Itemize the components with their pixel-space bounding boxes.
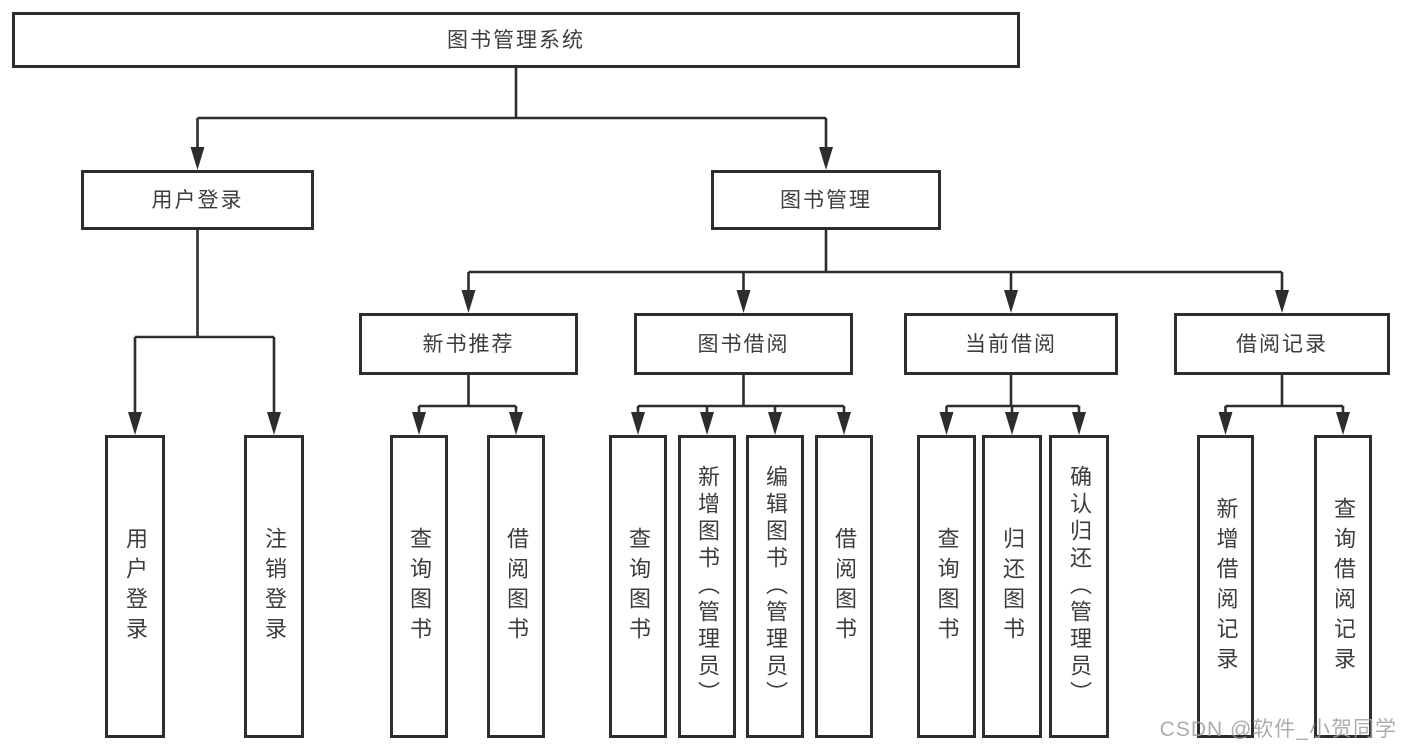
node-new-book-recommend: 新书推荐 bbox=[359, 313, 578, 375]
node-current-borrowing-label: 当前借阅 bbox=[965, 332, 1057, 356]
node-borrowing-records: 借阅记录 bbox=[1174, 313, 1390, 375]
node-book-borrowing: 图书借阅 bbox=[634, 313, 853, 375]
leaf-confirm-return-admin-label: 确认归还（管理员） bbox=[1067, 465, 1092, 708]
leaf-add-books-admin-label: 新增图书（管理员） bbox=[695, 465, 720, 708]
leaf-query-books-3: 查询图书 bbox=[917, 435, 976, 738]
leaf-query-books-2-label: 查询图书 bbox=[626, 526, 651, 647]
node-current-borrowing: 当前借阅 bbox=[904, 313, 1118, 375]
leaf-query-books-1-label: 查询图书 bbox=[407, 526, 432, 647]
node-library-system: 图书管理系统 bbox=[12, 12, 1020, 68]
leaf-return-books-label: 归还图书 bbox=[1000, 526, 1025, 647]
leaf-query-books-2: 查询图书 bbox=[609, 435, 667, 738]
leaf-borrow-books-2: 借阅图书 bbox=[815, 435, 873, 738]
leaf-logout: 注销登录 bbox=[244, 435, 304, 738]
csdn-watermark: CSDN @软件_小贺同学 bbox=[1159, 718, 1397, 741]
leaf-add-borrow-record-label: 新增借阅记录 bbox=[1213, 496, 1239, 677]
leaf-query-borrow-record: 查询借阅记录 bbox=[1314, 435, 1372, 738]
node-book-management-label: 图书管理 bbox=[780, 188, 872, 212]
leaf-query-books-1: 查询图书 bbox=[390, 435, 448, 738]
leaf-confirm-return-admin: 确认归还（管理员） bbox=[1049, 435, 1109, 738]
leaf-query-books-3-label: 查询图书 bbox=[934, 526, 960, 647]
leaf-borrow-books-1-label: 借阅图书 bbox=[504, 526, 529, 647]
node-book-management: 图书管理 bbox=[711, 170, 941, 230]
leaf-borrow-books-1: 借阅图书 bbox=[487, 435, 545, 738]
node-borrowing-records-label: 借阅记录 bbox=[1236, 332, 1328, 356]
node-library-system-label: 图书管理系统 bbox=[447, 28, 585, 52]
leaf-user-login: 用户登录 bbox=[105, 435, 165, 738]
node-new-book-recommend-label: 新书推荐 bbox=[422, 332, 515, 356]
leaf-logout-label: 注销登录 bbox=[262, 526, 287, 647]
node-book-borrowing-label: 图书借阅 bbox=[697, 332, 790, 356]
leaf-query-borrow-record-label: 查询借阅记录 bbox=[1331, 496, 1356, 677]
leaf-add-books-admin: 新增图书（管理员） bbox=[678, 435, 736, 738]
leaf-user-login-label: 用户登录 bbox=[123, 526, 148, 647]
leaf-edit-books-admin: 编辑图书（管理员） bbox=[746, 435, 804, 738]
arrowheads bbox=[128, 147, 1350, 435]
leaf-edit-books-admin-label: 编辑图书（管理员） bbox=[763, 465, 788, 708]
leaf-add-borrow-record: 新增借阅记录 bbox=[1197, 435, 1254, 738]
node-user-login-label: 用户登录 bbox=[151, 188, 244, 212]
leaf-borrow-books-2-label: 借阅图书 bbox=[832, 526, 857, 647]
leaf-return-books: 归还图书 bbox=[982, 435, 1042, 738]
node-user-login: 用户登录 bbox=[81, 170, 314, 230]
